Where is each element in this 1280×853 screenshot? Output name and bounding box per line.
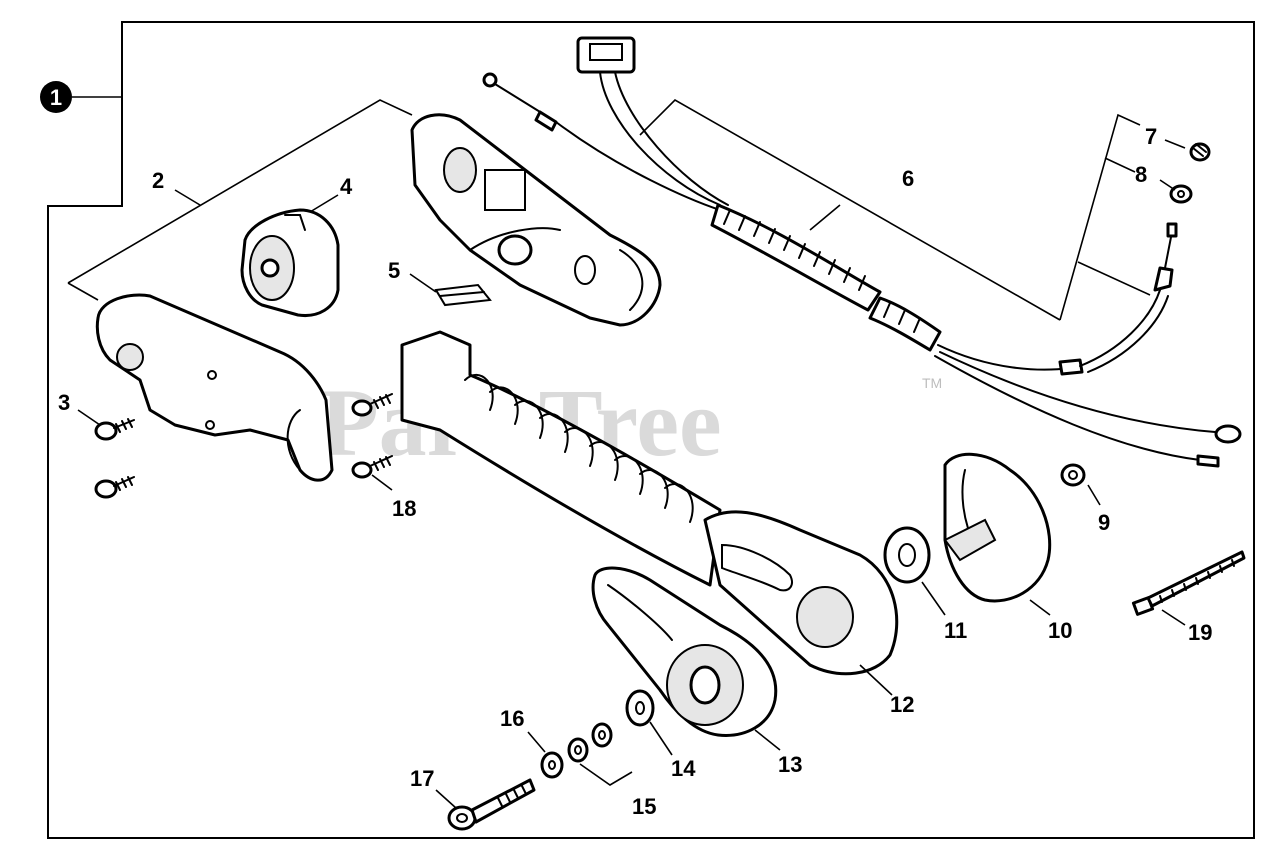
callout-14: 14 [671, 756, 696, 781]
assembly-badge-1[interactable]: 1 [40, 81, 122, 113]
part-handle-housing-top[interactable] [410, 113, 662, 327]
callout-18: 18 [392, 496, 416, 521]
leader-15 [579, 763, 633, 786]
callout-16: 16 [500, 706, 524, 731]
part-11-washer[interactable] [883, 526, 931, 584]
part-17-bolt[interactable] [447, 778, 536, 831]
part-18-screw[interactable] [351, 393, 393, 417]
part-9-nut[interactable] [1060, 463, 1086, 487]
part-15-washers[interactable] [567, 722, 613, 763]
callout-2: 2 [152, 168, 164, 193]
part-3-screw-2[interactable] [94, 476, 135, 499]
callout-8: 8 [1135, 162, 1147, 187]
callout-7: 7 [1145, 124, 1157, 149]
leader-7-8 [1059, 113, 1141, 321]
leader-6 [639, 99, 1061, 321]
callout-11: 11 [944, 618, 967, 643]
callout-1: 1 [50, 85, 62, 110]
callout-12: 12 [890, 692, 914, 717]
part-5-spring-clip[interactable] [434, 283, 492, 307]
part-handle-grip[interactable] [400, 330, 899, 676]
callout-10: 10 [1048, 618, 1072, 643]
part-19-cable-tie[interactable] [1131, 550, 1246, 616]
callout-15: 15 [632, 794, 656, 819]
callout-6: 6 [902, 166, 914, 191]
part-2-handle-cover[interactable] [95, 293, 334, 482]
part-14-washer[interactable] [625, 689, 655, 727]
part-3-screw[interactable] [94, 418, 135, 441]
part-18-screw-2[interactable] [351, 455, 393, 479]
part-8-nut[interactable] [1169, 184, 1193, 204]
part-10-clamp[interactable] [943, 452, 1052, 603]
part-4-switch-unit[interactable] [240, 208, 340, 318]
part-16-washer[interactable] [540, 751, 564, 779]
callout-13: 13 [778, 752, 802, 777]
part-13-lever[interactable] [591, 566, 778, 737]
callout-3: 3 [58, 390, 70, 415]
callout-19: 19 [1188, 620, 1212, 645]
part-7-adjuster[interactable] [1189, 142, 1211, 162]
leader-2 [67, 99, 413, 284]
part-6-throttle-cable[interactable] [482, 36, 1242, 468]
callout-9: 9 [1098, 510, 1110, 535]
watermark-tm: TM [922, 375, 942, 391]
diagram-frame [47, 21, 1255, 839]
callout-17: 17 [410, 766, 434, 791]
callout-4: 4 [340, 174, 353, 199]
callout-5: 5 [388, 258, 400, 283]
